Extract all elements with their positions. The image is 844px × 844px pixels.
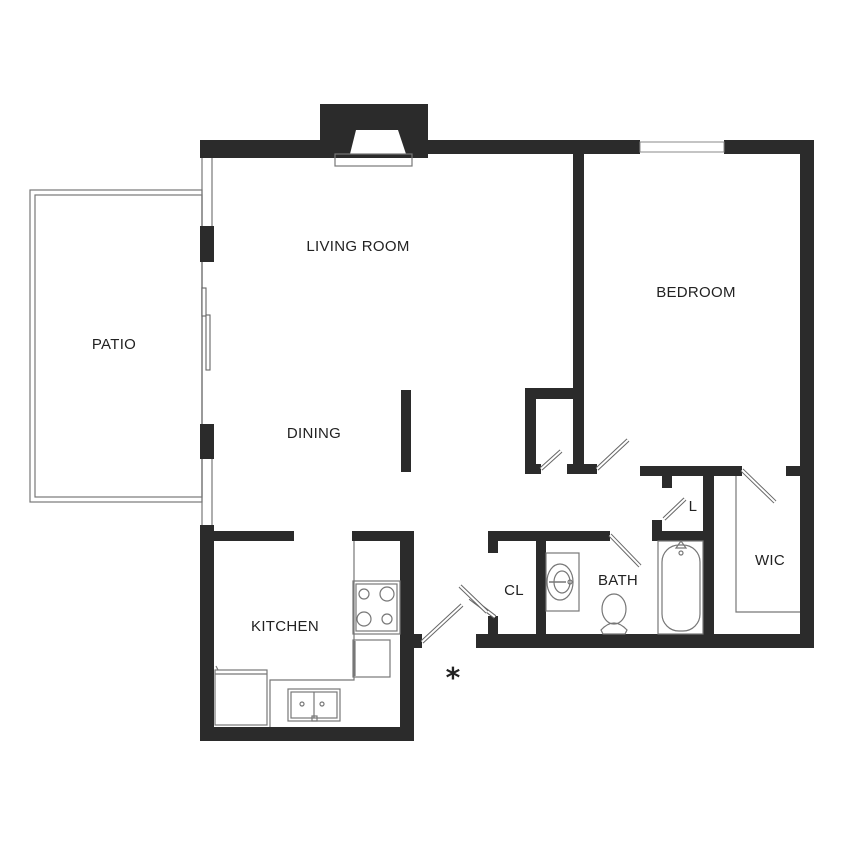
refrigerator: [214, 665, 268, 726]
fireplace: [334, 130, 413, 167]
room-label-patio: PATIO: [92, 336, 136, 353]
bedroom-window: [639, 141, 725, 153]
room-label-bedroom: BEDROOM: [656, 284, 736, 301]
room-label-dining: DINING: [287, 425, 341, 442]
room-label-linen: L: [689, 498, 698, 515]
room-label-kitchen: KITCHEN: [251, 618, 319, 635]
kitchen-sink: [287, 688, 341, 722]
room-label-bath: BATH: [598, 572, 638, 589]
walls: [200, 104, 814, 741]
bathtub: [657, 539, 704, 635]
dishwasher: [352, 639, 391, 678]
kitchen-counter: [269, 541, 355, 727]
sliding-door[interactable]: [201, 287, 211, 371]
wic-shelf: [735, 476, 800, 613]
room-label-wic: WIC: [755, 552, 785, 569]
entry-marker: *: [446, 661, 461, 694]
room-label-living-room: LIVING ROOM: [306, 238, 409, 255]
toilet: [600, 593, 628, 635]
room-label-closet: CL: [504, 582, 524, 599]
doors[interactable]: [420, 438, 777, 644]
stove: [352, 580, 401, 635]
bathroom-sink: [545, 552, 580, 612]
